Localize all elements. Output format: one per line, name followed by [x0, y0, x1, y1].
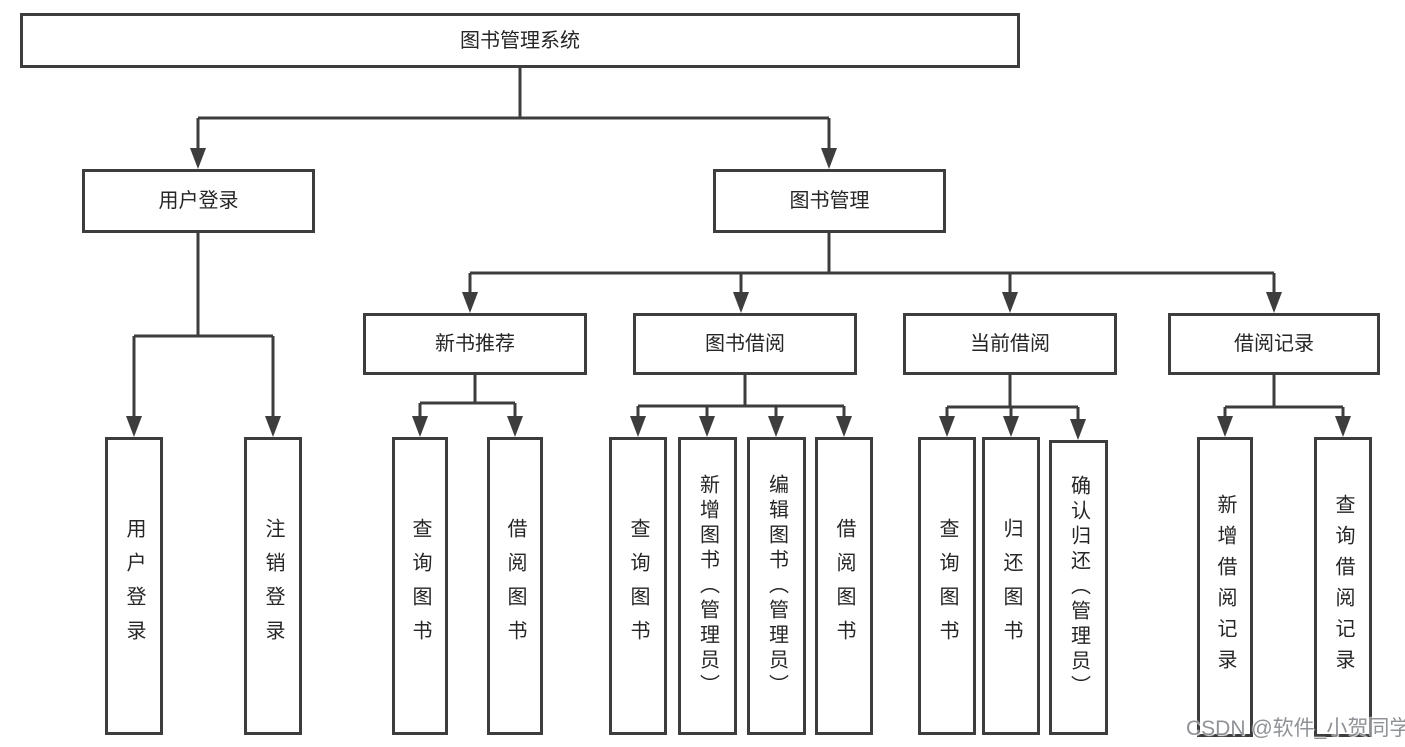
leaf-return-book: 归还图书: [982, 437, 1040, 735]
leaf-add-book-admin: 新增图书（管理员）: [678, 437, 737, 735]
leaf-edit-book-admin: 编辑图书（管理员）: [747, 437, 806, 735]
csdn-watermark: CSDN @软件_小贺同学: [1186, 717, 1405, 740]
leaf-logout: 注销登录: [244, 437, 302, 735]
leaf-query-borrow-record: 查询借阅记录: [1314, 437, 1372, 737]
node-new-book-recommend: 新书推荐: [363, 313, 587, 375]
leaf-add-borrow-record: 新增借阅记录: [1197, 437, 1253, 737]
node-borrow-record: 借阅记录: [1168, 313, 1380, 375]
leaf-user-login: 用户登录: [105, 437, 163, 735]
leaf-query-book-recommend: 查询图书: [392, 437, 448, 735]
node-user-login: 用户登录: [82, 169, 315, 233]
node-root: 图书管理系统: [20, 13, 1020, 68]
leaf-confirm-return-admin: 确认归还（管理员）: [1049, 440, 1108, 735]
node-current-borrow: 当前借阅: [903, 313, 1117, 375]
node-book-borrow: 图书借阅: [633, 313, 857, 375]
leaf-query-book-current: 查询图书: [918, 437, 976, 735]
node-book-management: 图书管理: [713, 169, 946, 233]
leaf-borrow-book-recommend: 借阅图书: [487, 437, 543, 735]
leaf-query-book-borrow: 查询图书: [609, 437, 667, 735]
leaf-borrow-book: 借阅图书: [815, 437, 873, 735]
connector-paths: [132, 68, 1345, 424]
arrowheads: [126, 148, 1351, 440]
